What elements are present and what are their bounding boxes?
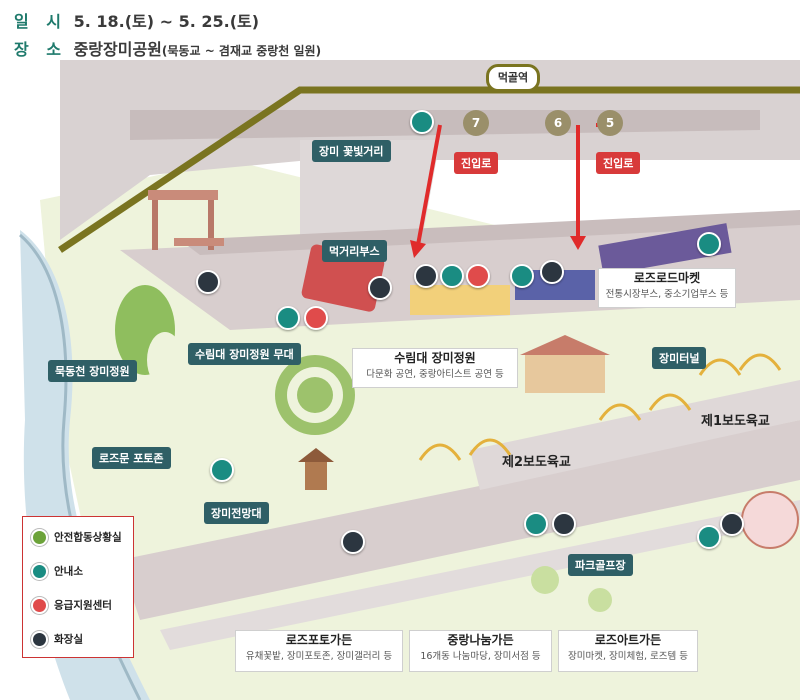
place-detail: (묵동교 ~ 겸재교 중랑천 일원) <box>161 44 322 58</box>
info-center-icon <box>276 306 300 330</box>
info-center-icon <box>524 512 548 536</box>
rose-photo-garden-sub: 유채꽃밭, 장미포토존, 장미갤러리 등 <box>245 651 393 662</box>
first-aid-icon <box>304 306 328 330</box>
park-golf-label: 파크골프장 <box>568 554 633 576</box>
first-aid-icon <box>466 264 490 288</box>
sharing-garden-title: 중랑나눔가든 <box>447 633 514 647</box>
legend-row-safety: 안전합동상황실 <box>31 529 122 546</box>
info-center-icon <box>410 110 434 134</box>
exit-7: 7 <box>463 110 489 136</box>
restroom-icon <box>31 631 48 648</box>
legend-row-restroom: 화장실 <box>31 631 83 648</box>
place-row: 장 소 중랑장미공원(묵동교 ~ 겸재교 중랑천 일원) <box>14 36 321 60</box>
info-center-icon <box>510 264 534 288</box>
entrance-label-a: 진입로 <box>454 152 499 174</box>
info-center-icon <box>440 264 464 288</box>
safety-room-icon <box>31 529 48 546</box>
place-value: 중랑장미공원 <box>73 40 162 59</box>
rose-road-market-sub: 전통시장부스, 중소기업부스 등 <box>605 289 729 300</box>
first-bridge-label: 제1보도육교 <box>701 414 770 429</box>
info-center-icon <box>210 458 234 482</box>
rose-moon-label: 로즈문 포토존 <box>92 447 171 469</box>
date-label: 일 시 <box>14 12 68 31</box>
sulim-garden-box: 수림대 장미정원 다문화 공연, 중랑아티스트 공연 등 <box>352 348 518 388</box>
second-bridge-label: 제2보도육교 <box>502 455 571 470</box>
restroom-icon <box>341 530 365 554</box>
map-legend: 안전합동상황실 안내소 응급지원센터 화장실 <box>22 516 134 658</box>
first-aid-icon <box>31 597 48 614</box>
restroom-icon <box>552 512 576 536</box>
restroom-icon <box>720 512 744 536</box>
legend-label-info: 안내소 <box>54 565 83 578</box>
rose-art-garden-sub: 장미마켓, 장미체험, 로즈템 등 <box>568 651 688 662</box>
legend-label-safety: 안전합동상황실 <box>54 531 122 544</box>
legend-row-firstaid: 응급지원센터 <box>31 597 112 614</box>
rose-art-garden-title: 로즈아트가든 <box>594 633 662 647</box>
rose-photo-garden-title: 로즈포토가든 <box>285 633 353 647</box>
restroom-icon <box>414 264 438 288</box>
rose-art-garden-box: 로즈아트가든 장미마켓, 장미체험, 로즈템 등 <box>558 630 698 672</box>
info-center-icon <box>697 525 721 549</box>
restroom-icon <box>196 270 220 294</box>
rose-photo-garden-box: 로즈포토가든 유채꽃밭, 장미포토존, 장미갤러리 등 <box>235 630 403 672</box>
rose-light-street-label: 장미 꽃빛거리 <box>312 140 391 162</box>
rose-road-market-box: 로즈로드마켓 전통시장부스, 중소기업부스 등 <box>598 268 736 308</box>
legend-label-restroom: 화장실 <box>54 633 83 646</box>
date-row: 일 시 5. 18.(토) ~ 5. 25.(토) <box>14 8 259 32</box>
sulim-stage-label: 수림대 장미정원 무대 <box>188 343 301 365</box>
exit-6: 6 <box>545 110 571 136</box>
station-label: 먹골역 <box>486 64 540 92</box>
rose-tunnel-label: 장미터널 <box>652 347 707 369</box>
legend-label-firstaid: 응급지원센터 <box>54 599 112 612</box>
rose-road-market-title: 로즈로드마켓 <box>633 271 701 285</box>
info-center-icon <box>697 232 721 256</box>
entrance-label-b: 진입로 <box>596 152 641 174</box>
sharing-garden-box: 중랑나눔가든 16개동 나눔마당, 장미서점 등 <box>409 630 552 672</box>
restroom-icon <box>540 260 564 284</box>
info-center-icon <box>31 563 48 580</box>
date-value: 5. 18.(토) ~ 5. 25.(토) <box>73 12 260 31</box>
place-label: 장 소 <box>14 40 68 59</box>
exit-5: 5 <box>597 110 623 136</box>
legend-row-info: 안내소 <box>31 563 83 580</box>
sulim-garden-title: 수림대 장미정원 <box>394 351 476 365</box>
restroom-icon <box>368 276 392 300</box>
sulim-garden-sub: 다문화 공연, 중랑아티스트 공연 등 <box>366 369 504 380</box>
mukdong-garden-label: 묵동천 장미정원 <box>48 360 137 382</box>
sharing-garden-sub: 16개동 나눔마당, 장미서점 등 <box>420 651 541 662</box>
food-booth-label: 먹거리부스 <box>322 240 387 262</box>
observatory-label: 장미전망대 <box>204 502 269 524</box>
